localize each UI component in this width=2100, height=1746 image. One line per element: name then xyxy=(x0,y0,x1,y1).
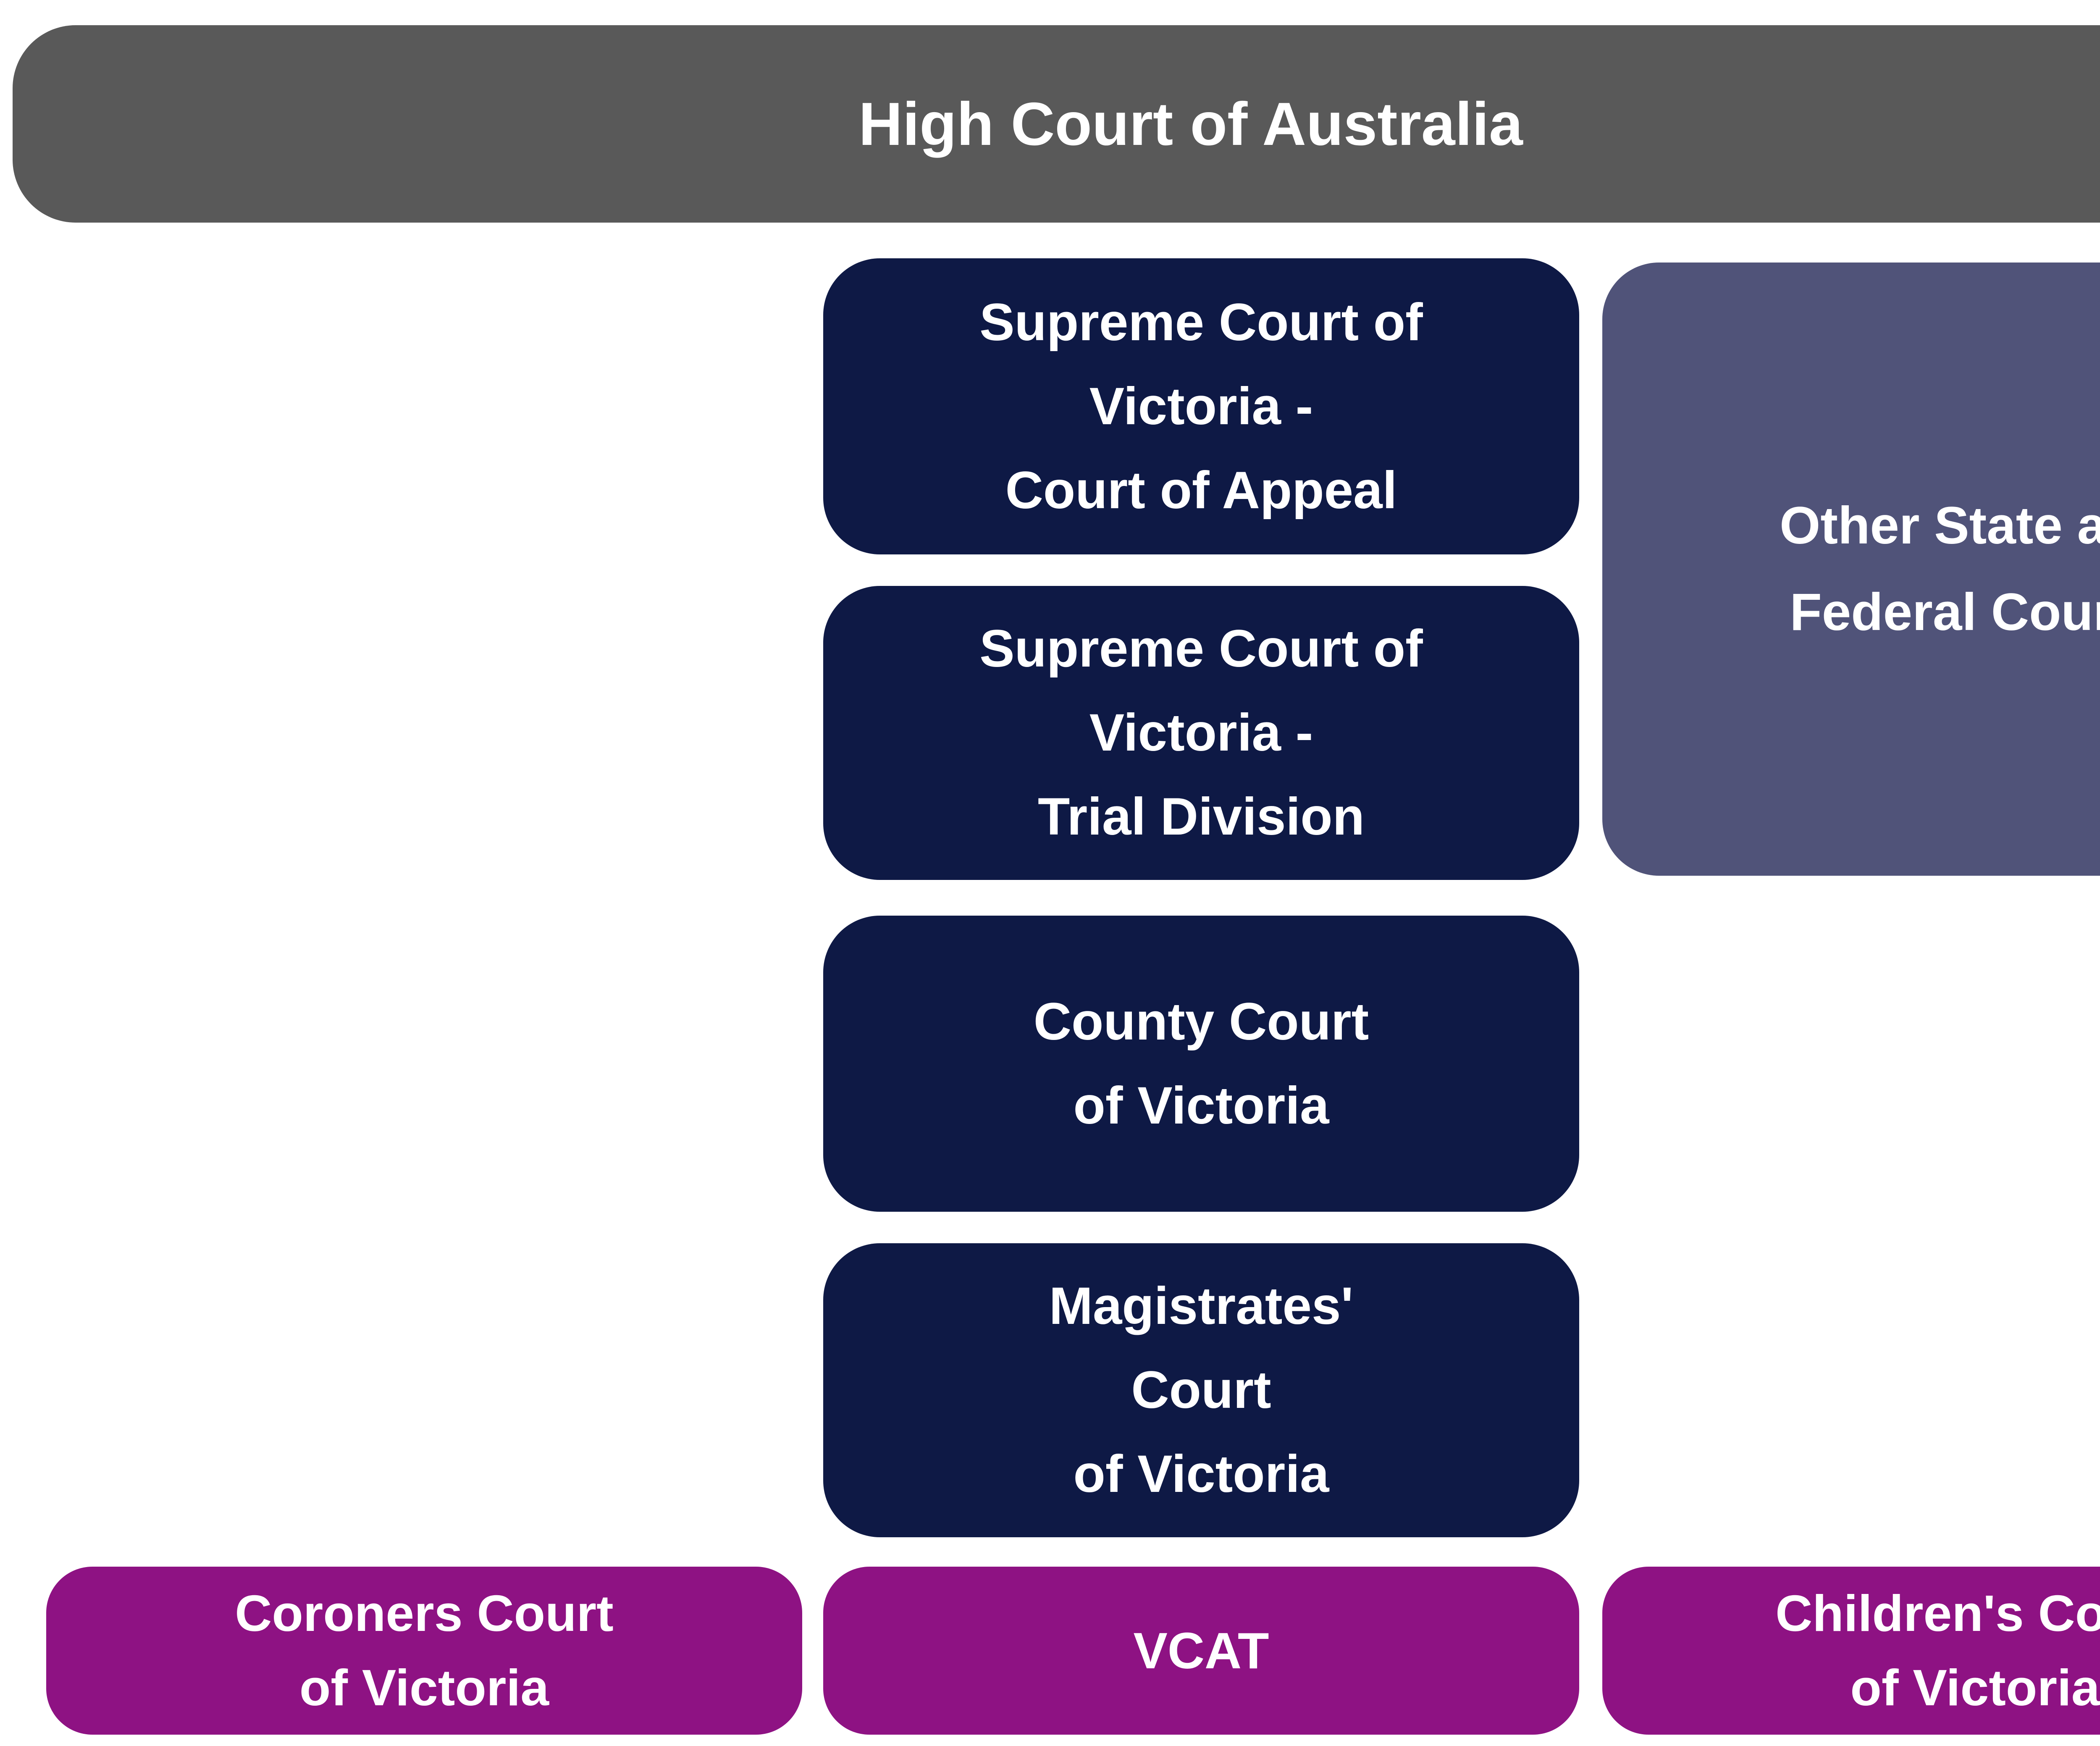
supreme-appeal-label-line-2: Victoria - xyxy=(1089,377,1313,436)
high-court-of-australia-box: High Court of Australia xyxy=(13,25,2100,223)
county-label-line-2: of Victoria xyxy=(1073,1076,1329,1135)
magistrates-label-line-3: of Victoria xyxy=(1073,1445,1329,1503)
vcat-box: VCAT xyxy=(823,1567,1579,1735)
coroners-label-line-1: Coroners Court xyxy=(235,1585,614,1642)
other-courts-label-line-2: Federal Courts xyxy=(1790,583,2100,641)
childrens-label-line-2: of Victoria xyxy=(1850,1659,2100,1716)
supreme-appeal-label-line-1: Supreme Court of xyxy=(979,293,1423,352)
supreme-trial-label-line-1: Supreme Court of xyxy=(979,620,1423,678)
magistrates-label-line-1: Magistrates' xyxy=(1049,1277,1354,1335)
other-state-and-federal-courts-box: Other State and Federal Courts xyxy=(1602,263,2100,876)
supreme-court-trial-division-box: Supreme Court of Victoria - Trial Divisi… xyxy=(823,586,1579,880)
vcat-label: VCAT xyxy=(1133,1622,1269,1679)
supreme-trial-label-line-2: Victoria - xyxy=(1089,704,1313,762)
high-court-label: High Court of Australia xyxy=(858,89,1523,158)
coroners-label-line-2: of Victoria xyxy=(299,1659,549,1716)
supreme-trial-label-line-3: Trial Division xyxy=(1037,788,1365,846)
childrens-court-box: Children's Court of Victoria xyxy=(1602,1567,2100,1735)
supreme-appeal-label-line-3: Court of Appeal xyxy=(1005,461,1397,520)
county-label-line-1: County Court xyxy=(1033,992,1369,1051)
magistrates-court-box: Magistrates' Court of Victoria xyxy=(823,1243,1579,1537)
other-courts-label-line-1: Other State and xyxy=(1780,496,2100,555)
coroners-court-box: Coroners Court of Victoria xyxy=(46,1567,802,1735)
supreme-court-of-appeal-box: Supreme Court of Victoria - Court of App… xyxy=(823,258,1579,554)
county-court-box: County Court of Victoria xyxy=(823,916,1579,1212)
magistrates-label-line-2: Court xyxy=(1131,1361,1271,1419)
childrens-label-line-1: Children's Court xyxy=(1775,1585,2100,1642)
